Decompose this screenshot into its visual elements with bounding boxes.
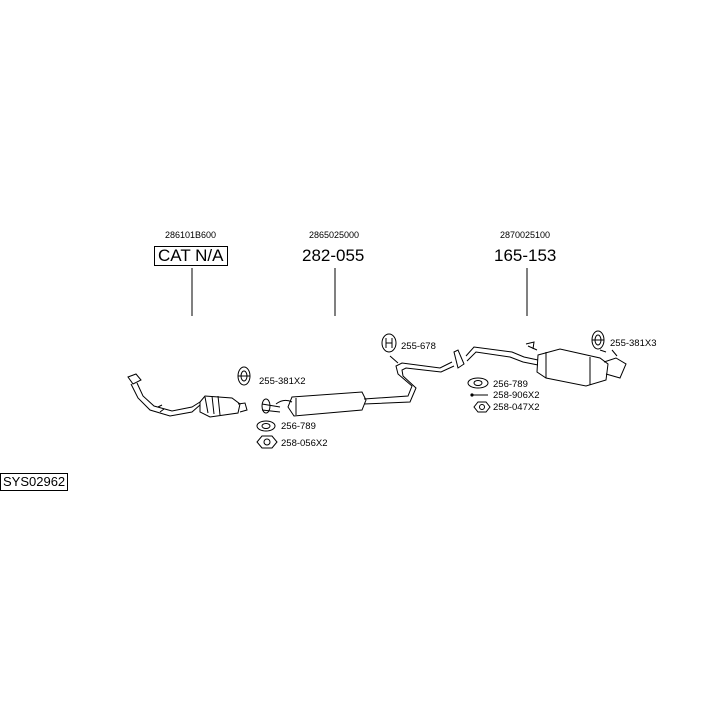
label-front-nut: 258-056X2 bbox=[281, 438, 328, 449]
part-number-middle: 282-055 bbox=[302, 246, 365, 265]
rubber-mount-icon-front bbox=[237, 366, 251, 386]
front-pipe-catalyst bbox=[127, 373, 248, 418]
part-number-cat: CAT N/A bbox=[154, 246, 228, 266]
nut-icon-front bbox=[256, 435, 278, 449]
label-front-rubber: 255-381X2 bbox=[259, 376, 306, 387]
label-rear-nut: 258-047X2 bbox=[493, 402, 540, 413]
label-rear-bolt: 258-906X2 bbox=[493, 390, 540, 401]
rubber-mount-icon-rear bbox=[591, 330, 605, 350]
label-mid-hanger: 255-678 bbox=[401, 341, 436, 352]
rear-silencer bbox=[453, 341, 627, 387]
label-rear-rubber: 255-381X3 bbox=[610, 338, 657, 349]
gasket-icon-front bbox=[256, 420, 276, 432]
hanger-icon-middle bbox=[381, 333, 397, 353]
oe-number-rear: 2870025100 bbox=[500, 230, 551, 240]
label-rear-gasket: 256-789 bbox=[493, 379, 528, 390]
part-number-rear: 165-153 bbox=[494, 246, 557, 265]
bolt-icon-rear bbox=[470, 393, 488, 397]
oe-number-cat: 286101B600 bbox=[165, 230, 217, 240]
oe-number-middle: 2865025000 bbox=[309, 230, 360, 240]
nut-icon-rear bbox=[473, 401, 491, 413]
system-code-label: SYS02962 bbox=[0, 473, 69, 491]
gasket-icon-rear bbox=[467, 377, 489, 389]
label-front-gasket: 256-789 bbox=[281, 421, 316, 432]
middle-silencer bbox=[261, 355, 455, 417]
